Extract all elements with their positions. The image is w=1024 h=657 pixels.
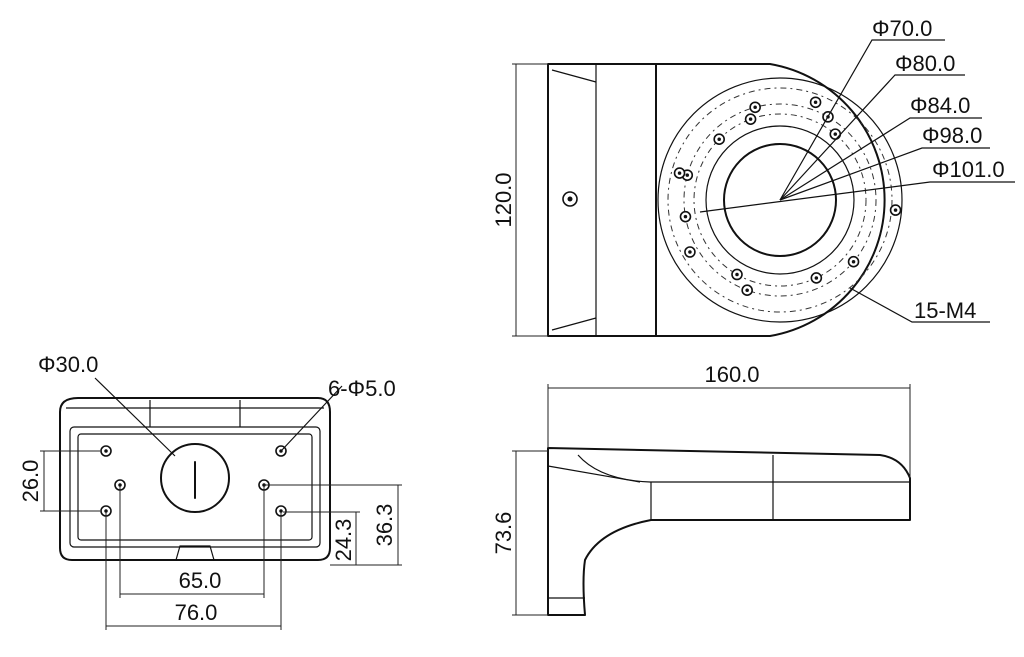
mount-hole-1-center (745, 288, 749, 292)
side-view: 160.0 73.6 (491, 362, 911, 616)
front-view-top-rib (66, 400, 324, 427)
leader-d98 (779, 147, 990, 201)
front-center-bore (160, 443, 230, 513)
leader-15-m4 (849, 287, 990, 323)
center-bore (723, 143, 837, 257)
side-view-sweep (577, 454, 910, 483)
front-hole-6-center (279, 509, 283, 513)
label-d30: Φ30.0 (38, 352, 98, 377)
circle-d98 (667, 87, 893, 313)
leader-d70 (779, 39, 945, 201)
leader-6-d5 (281, 385, 343, 451)
mount-hole-4-center (753, 105, 757, 110)
front-hole-2-center (279, 449, 283, 453)
leader-d30 (94, 377, 176, 457)
label-d101: Φ101.0 (932, 157, 1005, 182)
label-height-120: 120.0 (491, 172, 516, 227)
top-view-outline (547, 63, 886, 337)
side-view-outline (547, 447, 911, 616)
label-dim-36-3: 36.3 (372, 504, 397, 547)
mount-hole-12-center (893, 208, 898, 212)
label-dim-26: 26.0 (18, 460, 43, 503)
circle-d70 (705, 125, 855, 275)
circle-d80 (693, 113, 867, 287)
front-hole-3-center (118, 483, 122, 487)
front-hole-5-center (104, 509, 108, 513)
label-d84: Φ84.0 (910, 93, 970, 118)
label-15-m4: 15-M4 (914, 298, 976, 323)
label-d70: Φ70.0 (872, 16, 932, 41)
front-view-inner-frame (69, 426, 321, 548)
front-hole-1-center (104, 449, 108, 453)
label-d98: Φ98.0 (922, 123, 982, 148)
mount-hole-2-center (851, 259, 856, 264)
front-view-inner-frame-2 (77, 433, 313, 541)
mount-hole-8-center (735, 272, 739, 277)
top-view-taper (551, 69, 597, 331)
top-view: Φ70.0 Φ80.0 Φ84.0 Φ98.0 Φ101.0 15-M4 120… (491, 16, 1015, 337)
mount-hole-9-center (748, 117, 753, 121)
circle-d84 (683, 103, 877, 297)
label-dim-76: 76.0 (175, 600, 218, 625)
leader-d80 (779, 74, 965, 201)
leader-d101 (699, 181, 1015, 213)
label-height-73-6: 73.6 (491, 512, 516, 555)
side-screw-dot (567, 196, 573, 202)
label-length-160: 160.0 (704, 362, 759, 387)
mounting-holes-15-m4 (673, 96, 902, 297)
front-view-bottom-tab (175, 545, 215, 561)
mount-hole-15-center (813, 100, 818, 105)
front-view-outer (59, 397, 331, 561)
label-dim-24-3: 24.3 (331, 519, 356, 562)
mount-hole-13-center (688, 250, 692, 254)
leader-d84 (779, 117, 982, 201)
mount-hole-14-center (677, 171, 682, 175)
circle-outer (657, 77, 903, 323)
mount-hole-6-center (683, 214, 688, 219)
mount-hole-5-center (685, 173, 690, 177)
mount-hole-10-center (717, 137, 721, 141)
mount-hole-7-center (814, 276, 819, 280)
mount-hole-11-center (833, 132, 838, 136)
front-view: Φ30.0 6-Φ5.0 26.0 24.3 36.3 65.0 76.0 (18, 352, 402, 630)
label-6-d5: 6-Φ5.0 (328, 376, 396, 401)
label-d80: Φ80.0 (895, 51, 955, 76)
front-holes-6 (100, 445, 287, 517)
label-dim-65: 65.0 (179, 568, 222, 593)
